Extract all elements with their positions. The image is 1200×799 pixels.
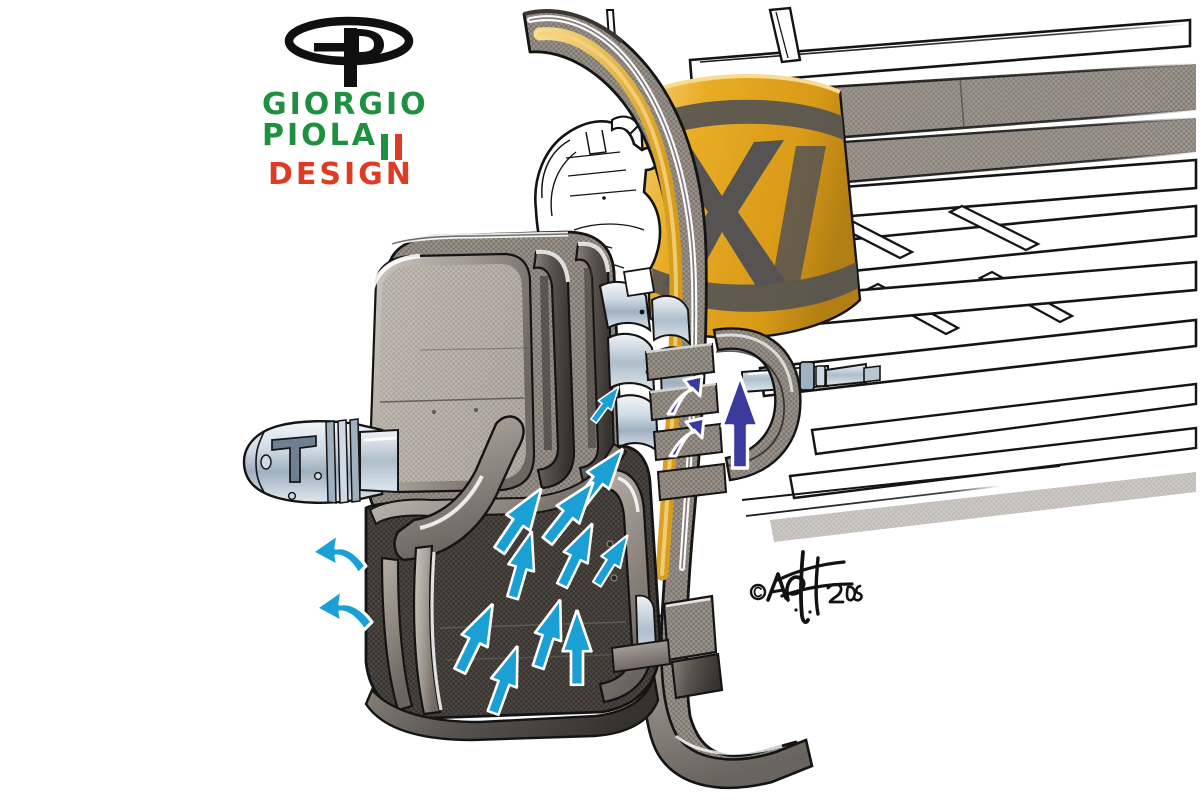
lower-winglet-stack (610, 594, 724, 700)
logo-wordmark: GIORGIO PIOLA DESIGN (262, 87, 437, 192)
exit-arrow-upper (310, 532, 368, 576)
brake-duct-upper (366, 230, 624, 530)
cooling-airflow-arrows (310, 380, 639, 719)
inlet-airflow-arrows (666, 374, 758, 468)
inlet-arrow-small-upper (666, 374, 704, 416)
logo-line-piola: PIOLA (262, 120, 437, 160)
artist-signature (749, 550, 863, 624)
giorgio-piola-design-logo: GIORGIO PIOLA DESIGN (262, 16, 437, 189)
logo-line-design: DESIGN (268, 156, 414, 192)
wheel-nut (242, 418, 399, 504)
gp-monogram-icon (284, 16, 414, 87)
logo-line-giorgio: GIORGIO (262, 87, 429, 122)
track-rod (741, 361, 881, 394)
italian-flag-bars-icon (381, 133, 402, 160)
inlet-arrow-small-lower (668, 416, 706, 458)
duct-winglets (644, 327, 802, 502)
exit-arrow-lower (314, 588, 374, 632)
